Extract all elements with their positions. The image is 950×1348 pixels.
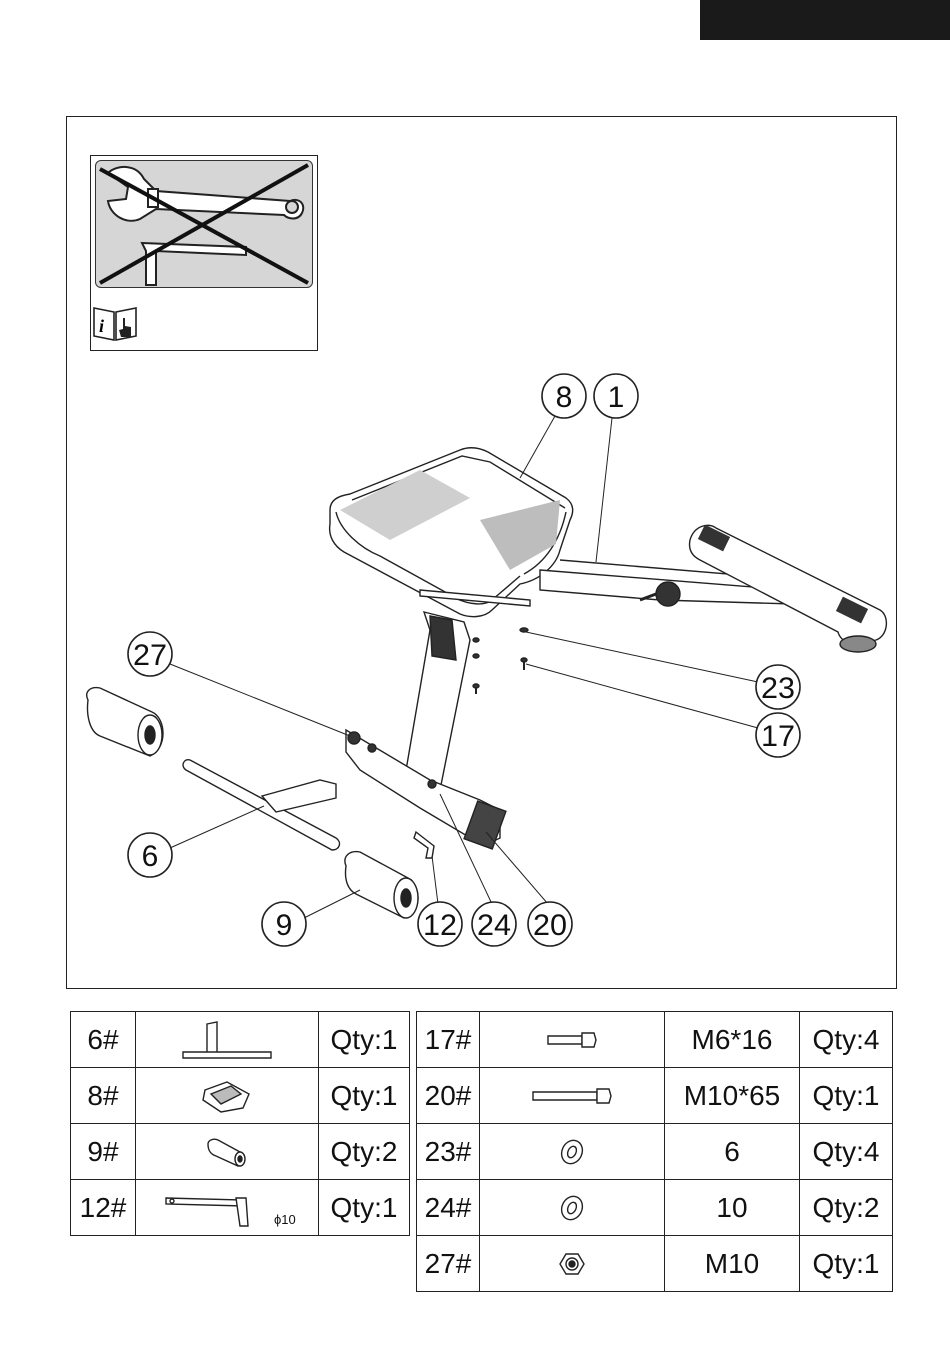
table-row: 27# M10 Qty:1 xyxy=(417,1236,893,1292)
part-id: 24# xyxy=(417,1180,480,1236)
part-id: 8# xyxy=(71,1068,136,1124)
washer-icon xyxy=(557,1137,587,1167)
callout-1-label: 1 xyxy=(608,381,625,414)
no-tools-notice: i xyxy=(90,155,318,351)
part-id: 6# xyxy=(71,1012,136,1068)
foam-roller-icon xyxy=(202,1134,252,1170)
long-bolt-icon xyxy=(527,1084,617,1108)
parts-table-right: 17# M6*16 Qty:4 20# M10*65 Qty:1 23# xyxy=(416,1011,893,1292)
callout-20-label: 20 xyxy=(533,909,567,942)
table-row: 23# 6 Qty:4 xyxy=(417,1124,893,1180)
seat-pad-icon xyxy=(197,1078,257,1114)
callout-23-label: 23 xyxy=(761,672,795,705)
part-id: 17# xyxy=(417,1012,480,1068)
table-row: 24# 10 Qty:2 xyxy=(417,1180,893,1236)
part-qty: Qty:4 xyxy=(800,1124,893,1180)
part-id: 9# xyxy=(71,1124,136,1180)
part-qty: Qty:1 xyxy=(319,1012,410,1068)
part-qty: Qty:2 xyxy=(800,1180,893,1236)
table-row: 17# M6*16 Qty:4 xyxy=(417,1012,893,1068)
table-row: 20# M10*65 Qty:1 xyxy=(417,1068,893,1124)
part-spec: M6*16 xyxy=(665,1012,800,1068)
part-id: 27# xyxy=(417,1236,480,1292)
part-id: 20# xyxy=(417,1068,480,1124)
table-row: 12# ϕ10 Qty:1 xyxy=(71,1180,410,1236)
l-pin-icon: ϕ10 xyxy=(136,1186,296,1230)
no-tools-icon xyxy=(95,160,313,288)
l-pin-drawing xyxy=(414,832,434,858)
leg-tube-icon xyxy=(177,1018,277,1062)
callout-27-label: 27 xyxy=(133,639,167,672)
short-bolt-icon xyxy=(542,1028,602,1052)
part-qty: Qty:1 xyxy=(319,1180,410,1236)
part-qty: Qty:1 xyxy=(319,1068,410,1124)
pin-diameter-label: ϕ10 xyxy=(274,1212,296,1227)
callout-8-label: 8 xyxy=(556,381,573,414)
washer-icon xyxy=(557,1193,587,1223)
part-qty: Qty:1 xyxy=(800,1068,893,1124)
part-spec: M10*65 xyxy=(665,1068,800,1124)
part-qty: Qty:4 xyxy=(800,1012,893,1068)
leg-tube-drawing xyxy=(183,760,339,850)
read-manual-icon: i xyxy=(91,302,141,344)
svg-text:i: i xyxy=(99,316,104,336)
table-row: 9# Qty:2 xyxy=(71,1124,410,1180)
header-black-tab xyxy=(700,0,950,40)
part-qty: Qty:1 xyxy=(800,1236,893,1292)
parts-table-left: 6# Qty:1 8# Qty:1 9# xyxy=(70,1011,410,1236)
exploded-assembly-diagram: 8 1 27 23 17 6 9 12 24 20 xyxy=(66,360,897,960)
part-qty: Qty:2 xyxy=(319,1124,410,1180)
part-spec: M10 xyxy=(665,1236,800,1292)
callout-24-label: 24 xyxy=(477,909,511,942)
table-row: 8# Qty:1 xyxy=(71,1068,410,1124)
callout-17-label: 17 xyxy=(761,720,795,753)
part-id: 12# xyxy=(71,1180,136,1236)
table-row: 6# Qty:1 xyxy=(71,1012,410,1068)
callout-6-label: 6 xyxy=(142,840,159,873)
part-spec: 10 xyxy=(665,1180,800,1236)
callout-12-label: 12 xyxy=(423,909,457,942)
callout-9-label: 9 xyxy=(276,909,293,942)
part-spec: 6 xyxy=(665,1124,800,1180)
nut-icon xyxy=(557,1249,587,1279)
part-id: 23# xyxy=(417,1124,480,1180)
